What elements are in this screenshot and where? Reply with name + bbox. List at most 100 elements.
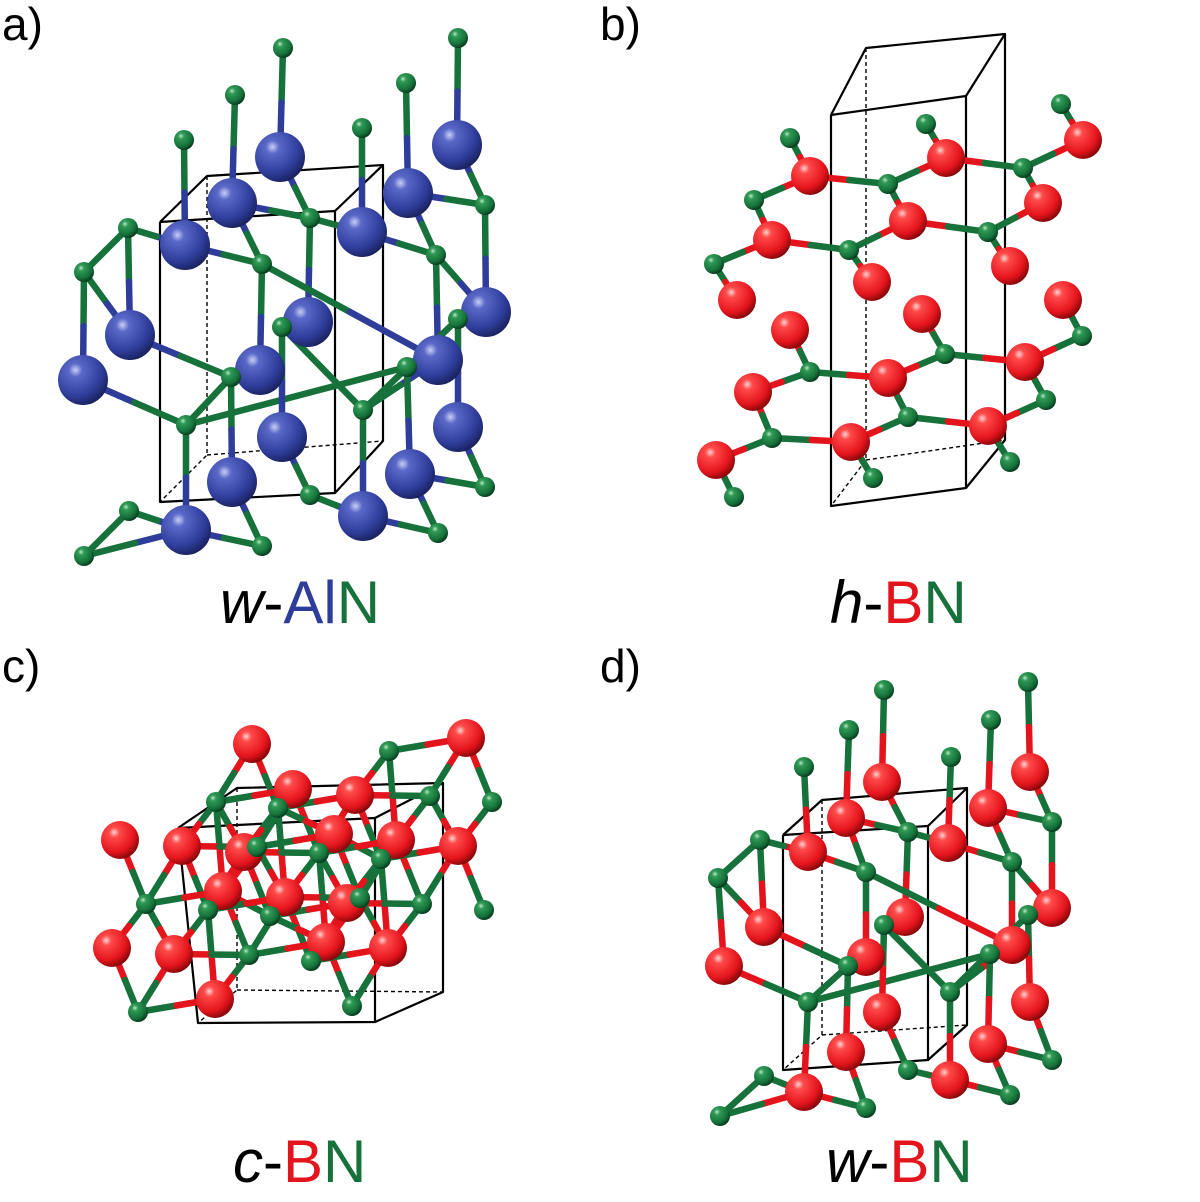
- nitrogen-atom: [750, 830, 770, 850]
- nitrogen-atom: [268, 798, 288, 818]
- nitrogen-atom: [272, 317, 292, 337]
- nitrogen-atom: [1000, 452, 1020, 472]
- nitrogen-atom: [1042, 812, 1062, 832]
- caption-anion: N: [923, 569, 966, 636]
- caption-w-aln: w-AlN: [220, 569, 380, 636]
- aluminum-atom: [105, 310, 155, 360]
- nitrogen-atom: [839, 720, 859, 740]
- nitrogen-atom: [708, 868, 728, 888]
- boron-atom: [196, 980, 234, 1018]
- nitrogen-atom: [744, 190, 764, 210]
- nitrogen-atom: [1018, 672, 1038, 692]
- boron-atom: [101, 821, 139, 859]
- boron-atom: [993, 926, 1031, 964]
- nitrogen-atom: [839, 240, 859, 260]
- nitrogen-atom: [898, 822, 918, 842]
- boron-atom: [863, 993, 901, 1031]
- atoms: [58, 28, 511, 566]
- nitrogen-atom: [252, 254, 272, 274]
- nitrogen-atom: [426, 245, 446, 265]
- bond-segment: [258, 260, 354, 316]
- boron-atom: [927, 139, 965, 177]
- structure-h-bn: [697, 32, 1102, 508]
- boron-atom: [991, 247, 1029, 285]
- caption-c-bn: c-BN: [233, 1128, 366, 1195]
- boron-atom: [439, 827, 477, 865]
- caption-dash: -: [263, 1128, 283, 1195]
- structure-w-bn: [705, 672, 1071, 1126]
- boron-atom: [771, 311, 809, 349]
- bond-segment: [895, 950, 994, 982]
- boron-atom: [266, 878, 304, 916]
- nitrogen-atom: [206, 792, 226, 812]
- boron-atom: [336, 776, 374, 814]
- nitrogen-atom: [856, 1098, 876, 1118]
- aluminum-atom: [461, 287, 511, 337]
- aluminum-atom: [433, 402, 483, 452]
- caption-anion: N: [929, 1128, 972, 1195]
- nitrogen-atom: [420, 786, 440, 806]
- boron-atom: [315, 815, 353, 853]
- boron-atom: [705, 947, 743, 985]
- boron-atom: [929, 824, 967, 862]
- nitrogen-atom: [225, 85, 245, 105]
- boron-atom: [827, 1033, 865, 1071]
- nitrogen-atom: [1002, 852, 1022, 872]
- aluminum-atom: [58, 355, 108, 405]
- boron-atom: [869, 359, 907, 397]
- nitrogen-atom: [898, 1060, 918, 1080]
- panel-label-a: a): [2, 0, 43, 50]
- nitrogen-atom: [898, 407, 918, 427]
- structure-w-aln: [58, 28, 511, 566]
- aluminum-atom: [337, 207, 387, 257]
- boron-atom: [785, 1073, 823, 1111]
- aluminum-atom: [283, 297, 333, 347]
- cell-edge: [927, 788, 969, 1061]
- nitrogen-atom: [475, 195, 495, 215]
- boron-atom: [163, 827, 201, 865]
- cell-edge-hidden: [865, 439, 1006, 461]
- nitrogen-atom: [428, 523, 448, 543]
- nitrogen-atom: [396, 73, 416, 93]
- nitrogen-atom: [878, 174, 898, 194]
- cell-edge-hidden: [236, 989, 444, 993]
- nitrogen-atom: [136, 894, 156, 914]
- boron-atom: [789, 833, 827, 871]
- nitrogen-atom: [980, 944, 1000, 964]
- nitrogen-atom: [1051, 94, 1071, 114]
- aluminum-atom: [257, 412, 307, 462]
- nitrogen-atom: [935, 344, 955, 364]
- aluminum-atom: [235, 345, 285, 395]
- boron-atom: [969, 1025, 1007, 1063]
- boron-atom: [369, 929, 407, 967]
- nitrogen-atom: [1013, 158, 1033, 178]
- boron-atom: [93, 929, 131, 967]
- nitrogen-atom: [798, 992, 818, 1012]
- aluminum-atom: [383, 168, 433, 218]
- nitrogen-atom: [379, 741, 399, 761]
- boron-atom: [886, 898, 924, 936]
- boron-atom: [204, 872, 242, 910]
- boron-atom: [155, 935, 193, 973]
- nitrogen-atom: [309, 843, 329, 863]
- bond-segment: [182, 392, 300, 429]
- nitrogen-atom: [978, 222, 998, 242]
- boron-atom: [791, 157, 829, 195]
- aluminum-atom: [255, 132, 305, 182]
- nitrogen-atom: [260, 906, 280, 926]
- aluminum-atom: [432, 120, 482, 170]
- caption-prefix: c: [233, 1128, 263, 1195]
- nitrogen-atom: [475, 477, 495, 497]
- aluminum-atom: [385, 449, 435, 499]
- structure-c-bn: [93, 719, 502, 1025]
- nitrogen-atom: [352, 118, 372, 138]
- nitrogen-atom: [119, 501, 139, 521]
- nitrogen-atom: [252, 536, 272, 556]
- nitrogen-atom: [176, 415, 196, 435]
- cell-edge-hidden: [206, 440, 384, 456]
- boron-atom: [903, 295, 941, 333]
- nitrogen-atom: [863, 468, 883, 488]
- boron-atom: [1044, 281, 1082, 319]
- nitrogen-atom: [1072, 326, 1092, 346]
